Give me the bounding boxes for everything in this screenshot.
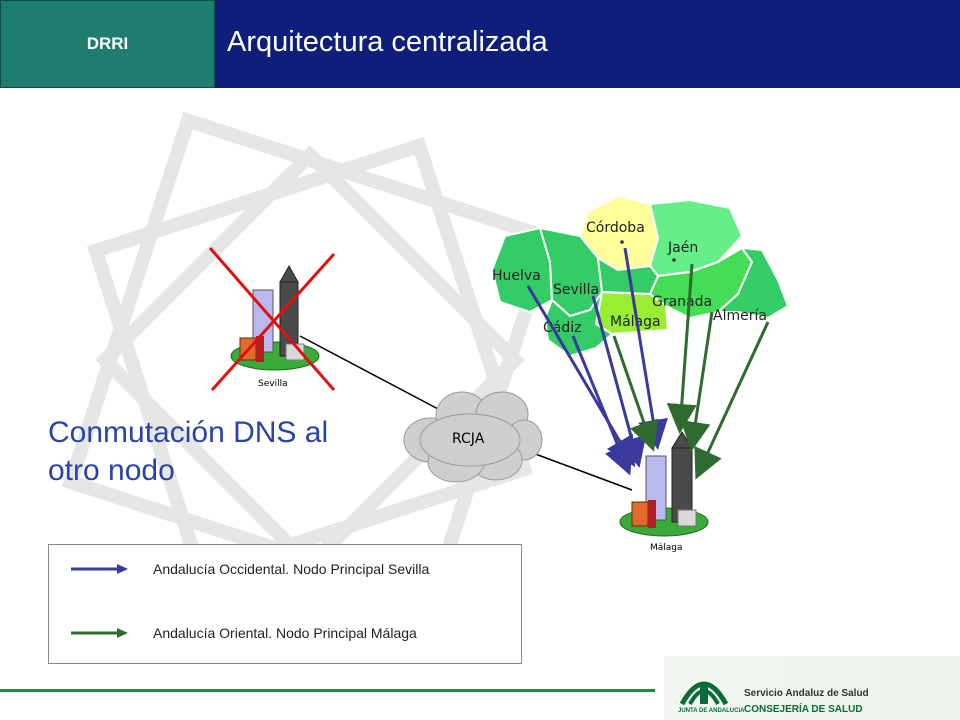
link-rcja-malaga — [529, 451, 633, 491]
node-malaga: Málaga — [619, 431, 709, 553]
province-label-cordoba: Córdoba — [586, 220, 645, 236]
failover-caption: Conmutación DNS al otro nodo — [48, 414, 388, 490]
arrow-cadiz — [571, 335, 633, 476]
node-malaga-label: Málaga — [650, 543, 683, 553]
province-malaga-west — [596, 256, 660, 296]
arrow-granada — [680, 311, 714, 452]
legend-item-occidental: Andalucía Occidental. Nodo Principal Sev… — [71, 561, 429, 577]
slide-title: Arquitectura centralizada — [227, 26, 548, 58]
province-label-jaen: Jaén — [667, 240, 698, 256]
failover-caption-line-2: otro nodo — [48, 454, 175, 487]
arrow-huelva — [526, 285, 636, 468]
header-bar: Arquitectura centralizada — [215, 0, 960, 88]
arrow-malaga — [612, 335, 659, 452]
legend: Andalucía Occidental. Nodo Principal Sev… — [48, 544, 522, 664]
node-sevilla: Sevilla — [208, 247, 336, 392]
junta-andalucia-emblem-icon — [679, 681, 729, 706]
province-label-almeria: Almería — [713, 308, 767, 324]
arrow-almeria — [694, 321, 770, 480]
province-almeria — [715, 246, 790, 320]
rcja-cloud: RCJA — [403, 391, 543, 483]
legend-arrow-blue-icon — [71, 564, 128, 574]
header-tag-label: DRRI — [86, 34, 129, 53]
arrow-cordoba — [623, 247, 668, 450]
legend-label-occidental: Andalucía Occidental. Nodo Principal Sev… — [153, 561, 430, 577]
failure-cross-line-1 — [208, 247, 336, 391]
province-label-malaga: Málaga — [610, 314, 661, 330]
node-sevilla-label: Sevilla — [258, 379, 288, 389]
rcja-label: RCJA — [452, 431, 485, 447]
failure-cross-line-2 — [210, 252, 336, 392]
bottom-rule — [0, 689, 655, 692]
province-label-granada: Granada — [652, 294, 712, 310]
link-sevilla-rcja — [299, 335, 441, 411]
andalusia-map — [490, 194, 790, 358]
logo-org-line-1: Servicio Andaluz de Salud — [744, 688, 869, 699]
province-label-sevilla: Sevilla — [553, 282, 599, 298]
logo-org-line-2: CONSEJERÍA DE SALUD — [744, 704, 863, 715]
logo-seal-text: JUNTA DE ANDALUCIA — [678, 708, 745, 714]
header-tag: DRRI — [0, 0, 215, 88]
province-label-huelva: Huelva — [492, 268, 541, 284]
province-label-cadiz: Cádiz — [543, 320, 581, 336]
province-labels: Córdoba Jaén Huelva Sevilla Granada Cádi… — [492, 220, 767, 336]
legend-item-oriental: Andalucía Oriental. Nodo Principal Málag… — [71, 625, 417, 641]
footer-logo: JUNTA DE ANDALUCIA Servicio Andaluz de S… — [664, 656, 960, 720]
arrow-jaen — [666, 263, 697, 434]
eastern-arrows — [612, 263, 770, 480]
failover-caption-line-1: Conmutación DNS al — [48, 416, 329, 449]
legend-arrow-green-icon — [71, 628, 128, 638]
legend-label-oriental: Andalucía Oriental. Nodo Principal Málag… — [153, 625, 417, 641]
